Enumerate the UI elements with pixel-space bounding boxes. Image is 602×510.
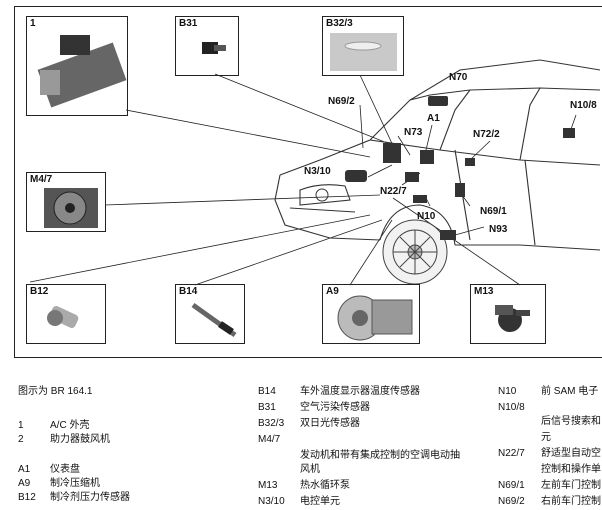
legend-code: 2 xyxy=(18,434,24,445)
legend-code: B12 xyxy=(18,492,36,503)
box-caption: B12 xyxy=(30,286,49,297)
b32-sensor-image xyxy=(330,33,397,71)
legend-code: N69/2 xyxy=(498,496,525,507)
box-caption: B31 xyxy=(179,18,198,29)
compressor-image xyxy=(337,295,413,341)
legend-text: 舒适型自动空 xyxy=(541,448,601,459)
label-n10: N10 xyxy=(417,211,436,222)
legend-text: 热水循环泵 xyxy=(300,480,350,491)
legend-text: 电控单元 xyxy=(300,496,340,507)
label-n3-10: N3/10 xyxy=(304,166,331,177)
b31-sensor-image xyxy=(202,42,226,54)
component-box-1: 1 xyxy=(26,16,128,116)
legend-code: B32/3 xyxy=(258,418,285,429)
legend-text: 后信号搜索和 xyxy=(541,416,601,427)
component-box-b32: B32/3 xyxy=(322,16,404,76)
b14-sensor-image xyxy=(191,302,237,338)
legend-text: 控制和操作单 xyxy=(541,464,601,475)
box-caption: B32/3 xyxy=(326,18,353,29)
box-caption: B14 xyxy=(179,286,198,297)
legend-code: N10/8 xyxy=(498,402,525,413)
component-box-a9: A9 xyxy=(322,284,420,344)
box-images xyxy=(37,33,530,341)
legend-title: 图示为 BR 164.1 xyxy=(18,386,93,397)
label-n10-8: N10/8 xyxy=(570,100,597,111)
legend-text: 左前车门控制 xyxy=(541,480,601,491)
box-caption: 1 xyxy=(30,18,36,29)
label-n72-2: N72/2 xyxy=(473,129,500,140)
component-box-b31: B31 xyxy=(175,16,239,76)
legend-code: N22/7 xyxy=(498,448,525,459)
label-n69-2: N69/2 xyxy=(328,96,355,107)
legend-text: 车外温度显示器温度传感器 xyxy=(300,386,420,397)
label-n69-1: N69/1 xyxy=(480,206,507,217)
component-box-m47: M4/7 xyxy=(26,172,106,232)
legend-code: A9 xyxy=(18,478,31,489)
legend-code: N69/1 xyxy=(498,480,525,491)
legend-code: B31 xyxy=(258,402,276,413)
legend-text: 双日光传感器 xyxy=(300,418,360,429)
legend-code: B14 xyxy=(258,386,276,397)
badge-logo xyxy=(315,188,329,202)
legend-text: A/C 外壳 xyxy=(50,420,90,431)
legend-code: M13 xyxy=(258,480,278,491)
component-box-m13: M13 xyxy=(470,284,546,344)
ac-housing-image xyxy=(37,35,127,108)
box-caption: M4/7 xyxy=(30,174,53,185)
legend-code: N3/10 xyxy=(258,496,285,507)
box-caption: M13 xyxy=(474,286,494,297)
label-a1: A1 xyxy=(427,113,440,124)
legend-code: M4/7 xyxy=(258,434,281,445)
legend-text: 右前车门控制 xyxy=(541,496,601,507)
legend-text: 发动机和带有集成控制的空调电动抽 xyxy=(300,450,460,461)
legend-text: 元 xyxy=(541,432,551,443)
label-n70: N70 xyxy=(449,72,468,83)
label-n93: N93 xyxy=(489,224,508,235)
legend-text: 前 SAM 电子 xyxy=(541,386,599,397)
box-caption: A9 xyxy=(326,286,339,297)
legend-text: 助力器鼓风机 xyxy=(50,434,110,445)
label-n22-7: N22/7 xyxy=(380,186,407,197)
legend-text: 风机 xyxy=(300,464,320,475)
pump-image xyxy=(495,305,530,332)
legend-code: 1 xyxy=(18,420,24,431)
component-box-b12: B12 xyxy=(26,284,106,344)
fan-image xyxy=(44,188,98,228)
legend-code: A1 xyxy=(18,464,31,475)
legend-text: 制冷压缩机 xyxy=(50,478,100,489)
legend-text: 仪表盘 xyxy=(50,464,80,475)
component-markers xyxy=(345,96,575,240)
leader-lines xyxy=(29,73,577,286)
legend-code: N10 xyxy=(498,386,517,397)
legend-text: 空气污染传感器 xyxy=(300,402,370,413)
legend-text: 制冷剂压力传感器 xyxy=(50,492,130,503)
label-n73: N73 xyxy=(404,127,423,138)
component-box-b14: B14 xyxy=(175,284,245,344)
b12-sensor-image xyxy=(47,306,79,328)
